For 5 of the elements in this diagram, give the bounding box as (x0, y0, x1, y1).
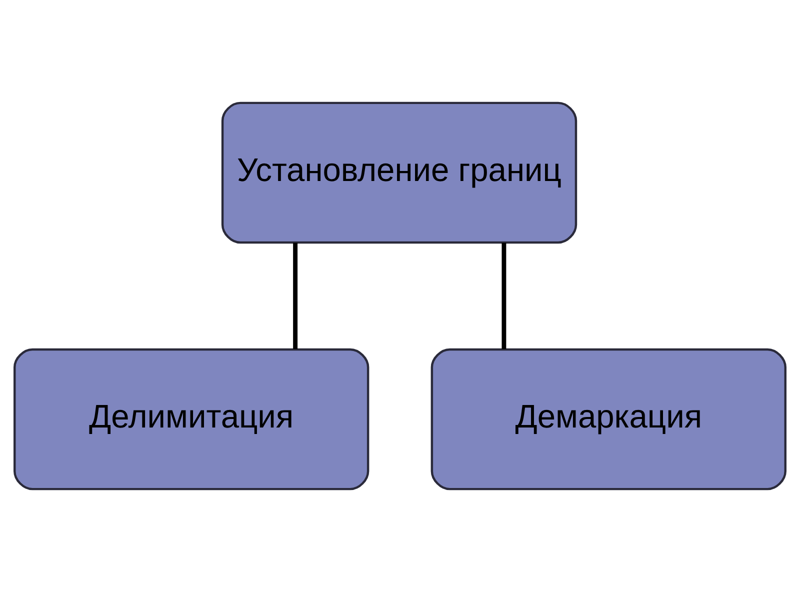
node-box: Делимитация (14, 348, 370, 490)
connector (502, 242, 506, 349)
node-box: Установление границ (221, 101, 578, 244)
node-box: Демаркация (430, 348, 786, 490)
connector (293, 242, 298, 349)
